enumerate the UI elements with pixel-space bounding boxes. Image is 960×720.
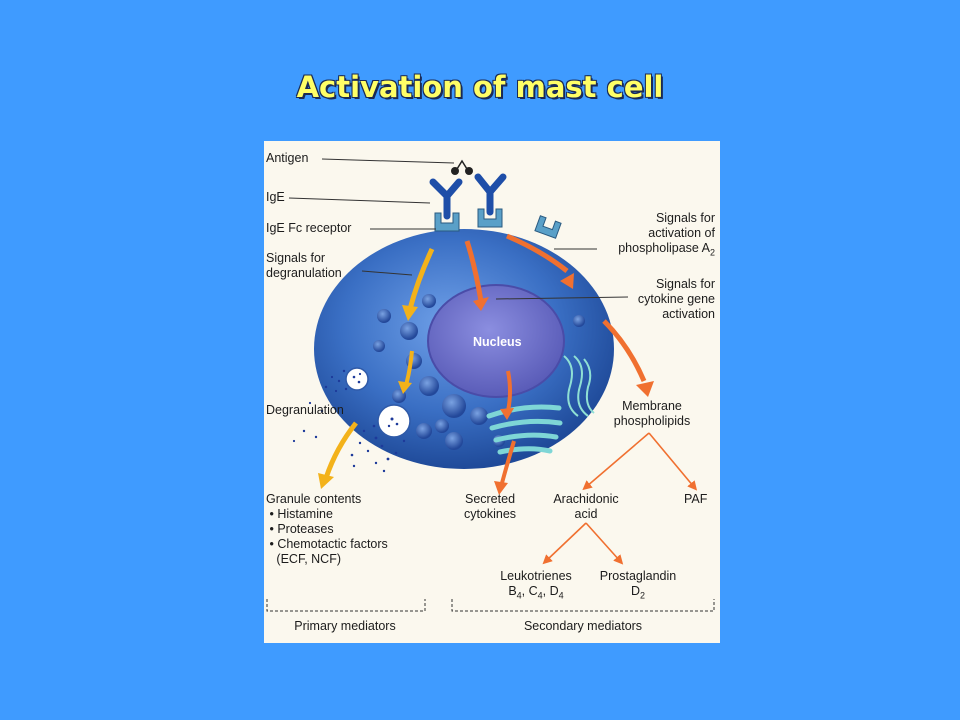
mediator-brackets [266,599,715,612]
antigen-label: Antigen [266,151,309,165]
endoplasmic-reticulum [563,355,595,417]
released-granule-contents [292,369,406,473]
signals-phospholipase-label: Signals for activation of phospholipase … [618,211,715,258]
exocytosing-granule [345,367,369,391]
granules [373,294,585,450]
slide-title: Activation of mast cell [296,70,664,104]
secondary-mediators-label: Secondary mediators [523,619,643,633]
signals-degranulation-label: Signals for degranulation [266,251,342,280]
ige-antibodies [429,173,507,220]
ige-fc-receptors [434,208,562,239]
exocytosing-granule [377,404,411,438]
ige-fc-receptor-label: IgE Fc receptor [266,221,352,235]
mast-cell-figure: Antigen IgE IgE Fc receptor Signals for … [264,141,720,643]
ige-label: IgE [266,190,285,204]
prostaglandin-label: Prostaglandin D2 [599,569,677,601]
yellow-degranulation-arrows [318,247,435,489]
leader-lines [288,158,629,300]
primary-mediators-label: Primary mediators [294,619,396,633]
granule-contents-label: Granule contents • Histamine • Proteases… [266,492,388,566]
signals-cytokine-label: Signals for cytokine gene activation [637,277,715,321]
degranulation-label: Degranulation [266,403,344,417]
nucleus [427,284,565,398]
nucleus-label: Nucleus [473,335,522,349]
paf-label: PAF [684,492,708,506]
secreted-cytokines-label: Secreted cytokines [463,492,517,521]
mast-cell-illustration [266,158,715,612]
antigen-molecule [451,159,473,175]
leukotrienes-label: Leukotrienes B4, C4, D4 [500,569,572,601]
lipid-pathway-arrows [542,432,698,565]
membrane-phospholipids-label: Membrane phospholipids [613,399,691,428]
arachidonic-acid-label: Arachidonic acid [553,492,619,521]
granule-contents-list: • Histamine • Proteases • Chemotactic fa… [266,507,388,566]
golgi-apparatus [486,404,563,455]
orange-signal-arrows [464,233,654,495]
